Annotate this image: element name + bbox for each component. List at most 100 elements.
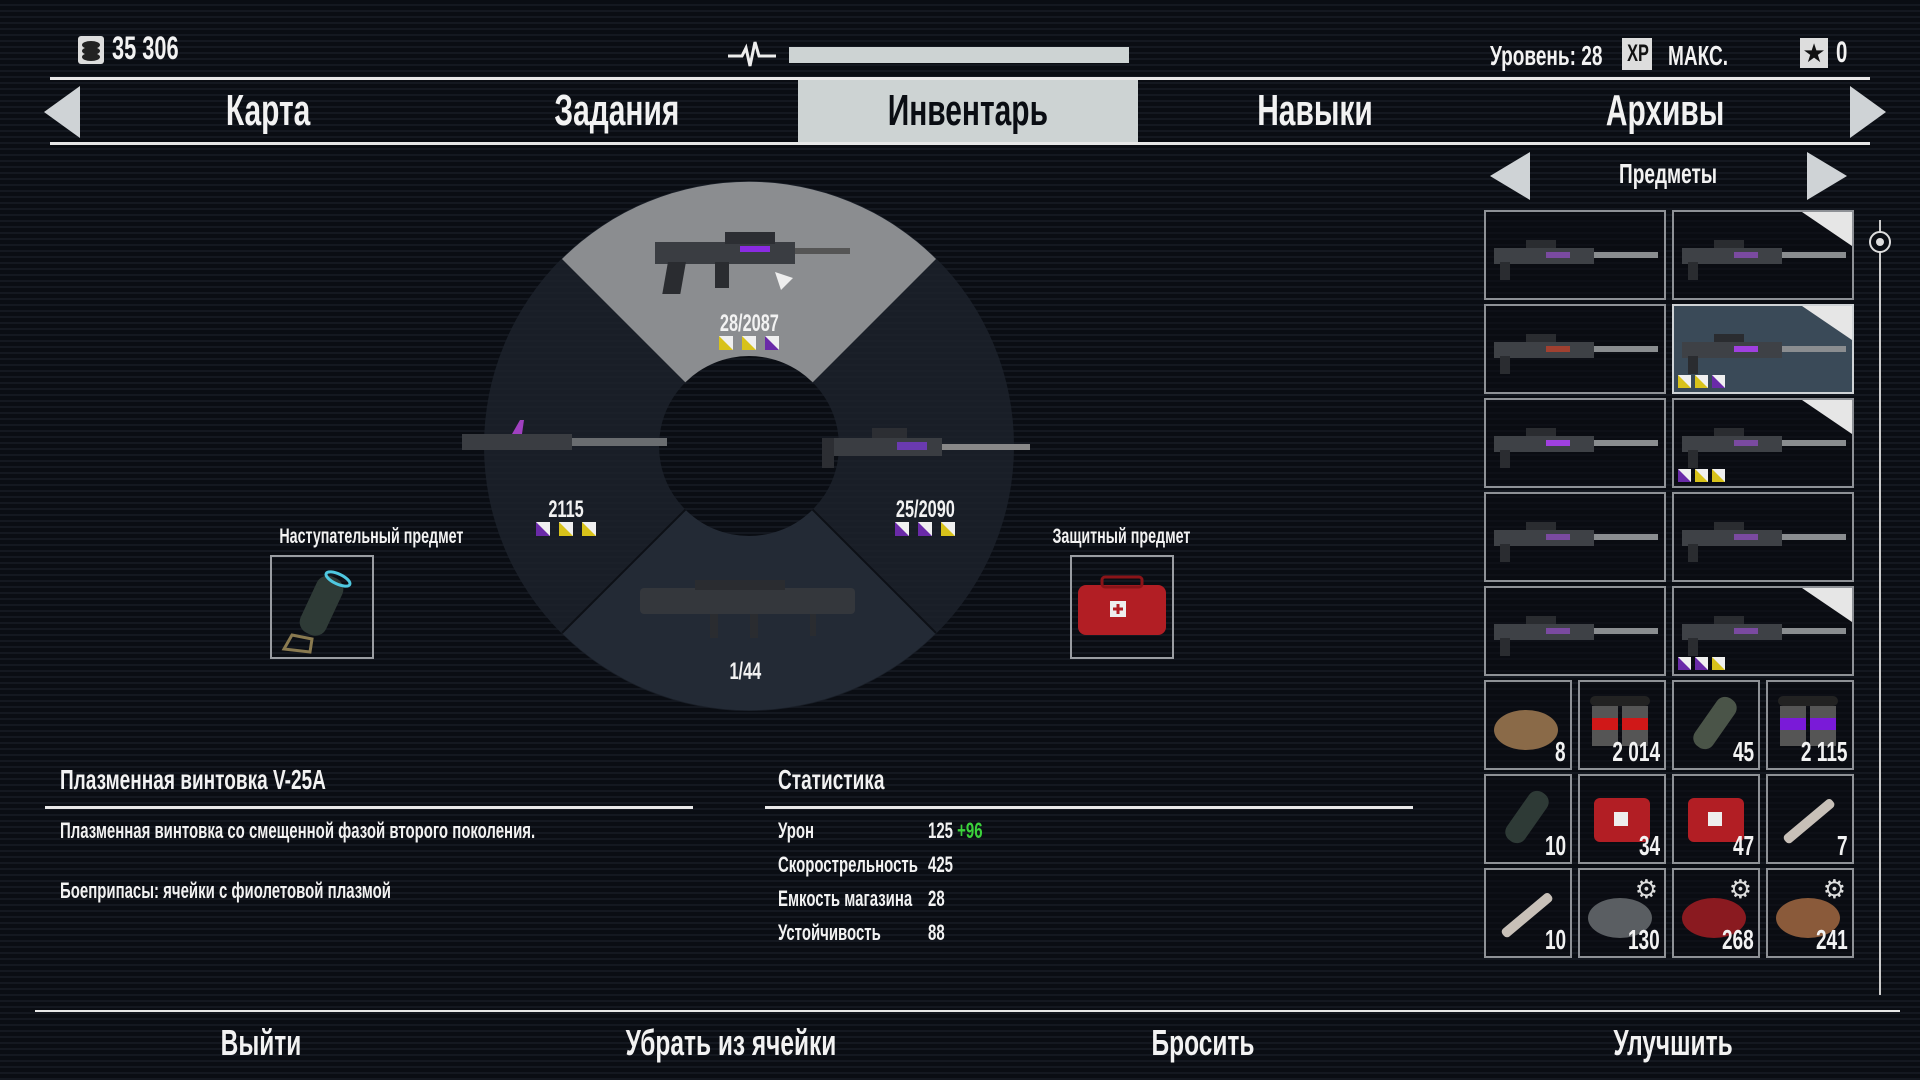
tab-prev-arrow[interactable] xyxy=(44,86,80,138)
right-weapon-ammo: 25/2090 xyxy=(895,496,955,523)
weapon-cell[interactable] xyxy=(1672,210,1854,300)
unequip-button[interactable]: Убрать из ячейки xyxy=(625,1022,837,1063)
item-count: 268 xyxy=(1722,924,1754,955)
star-icon: ★ xyxy=(1800,38,1828,68)
xp-badge: XP xyxy=(1622,38,1652,70)
weapon-cell[interactable] xyxy=(1672,304,1854,394)
mod-slot-yellow xyxy=(1695,375,1708,388)
defensive-item-slot[interactable] xyxy=(1070,555,1174,659)
stats-divider xyxy=(765,806,1413,809)
large-medkit-icon xyxy=(1078,575,1166,635)
offensive-item-slot[interactable] xyxy=(270,555,374,659)
item-cell[interactable]: 45 xyxy=(1672,680,1760,770)
defensive-item-label: Защитный предмет xyxy=(1052,525,1190,548)
item-cell[interactable]: 10 xyxy=(1484,774,1572,864)
mod-slot-purple xyxy=(1678,469,1691,482)
right-weapon-mods xyxy=(895,522,955,536)
emp-canister-icon xyxy=(281,570,352,654)
xp-status: МАКС. xyxy=(1668,40,1729,71)
item-cell[interactable]: 47 xyxy=(1672,774,1760,864)
money-icon xyxy=(78,36,104,64)
footer-divider xyxy=(35,1010,1900,1012)
laser-rifle-icon[interactable] xyxy=(462,420,672,460)
health-icon xyxy=(728,38,776,77)
tab-inventory[interactable]: Инвентарь xyxy=(798,80,1138,142)
stat-value: 425 xyxy=(928,852,953,877)
mod-slot-yellow xyxy=(559,522,573,536)
stat-value: 28 xyxy=(928,886,945,911)
item-cell[interactable]: 34 xyxy=(1578,774,1666,864)
mod-slot-purple xyxy=(1678,657,1691,670)
purple-plasma-cells-icon xyxy=(1778,696,1838,746)
item-count: 130 xyxy=(1628,924,1660,955)
mod-slot-yellow xyxy=(719,336,733,350)
stat-bonus: +96 xyxy=(957,818,983,843)
item-cell[interactable]: 10 xyxy=(1484,868,1572,958)
crafting-gear-icon: ⚙ xyxy=(1728,874,1752,904)
tab-archives[interactable]: Архивы xyxy=(1605,86,1725,135)
plasma-rifle-icon xyxy=(1682,334,1846,374)
tab-next-arrow[interactable] xyxy=(1850,86,1886,138)
weapon-cell[interactable] xyxy=(1484,586,1666,676)
mod-slot-purple xyxy=(918,522,932,536)
money-amount: 35 306 xyxy=(112,30,179,66)
mod-slot-yellow xyxy=(941,522,955,536)
stat-value: 125 xyxy=(928,818,953,843)
tab-map[interactable]: Карта xyxy=(225,86,311,135)
new-item-marker xyxy=(1802,400,1852,434)
wheel-segment-bottom[interactable] xyxy=(562,446,936,711)
category-prev-arrow[interactable] xyxy=(1490,152,1530,200)
new-item-marker xyxy=(1802,306,1852,340)
mod-slot-yellow xyxy=(1695,469,1708,482)
mod-slot-yellow xyxy=(1712,657,1725,670)
left-weapon-ammo: 2115 xyxy=(548,496,584,523)
item-cell[interactable]: 2 014 xyxy=(1578,680,1666,770)
item-cell[interactable]: 7 xyxy=(1766,774,1854,864)
item-count: 7 xyxy=(1837,830,1848,861)
weapon-cell[interactable] xyxy=(1484,492,1666,582)
scrollbar-thumb[interactable] xyxy=(1869,231,1891,253)
item-count: 10 xyxy=(1544,830,1566,861)
item-cell[interactable]: ⚙241 xyxy=(1766,868,1854,958)
sniper-rifle-icon[interactable] xyxy=(822,422,1034,472)
exit-button[interactable]: Выйти xyxy=(220,1022,302,1063)
cloth-icon xyxy=(1588,898,1652,938)
item-cell[interactable]: ⚙130 xyxy=(1578,868,1666,958)
tabs-top-divider xyxy=(50,77,1870,80)
weapon-cell[interactable] xyxy=(1672,586,1854,676)
mod-slot-purple xyxy=(1695,657,1708,670)
top-weapon-ammo: 28/2087 xyxy=(719,310,779,337)
tabs-bottom-divider xyxy=(50,142,1870,145)
large-medkit-icon xyxy=(1688,798,1744,842)
sniper-rifle-icon xyxy=(1494,240,1658,280)
plasma-rifle-icon[interactable] xyxy=(645,222,855,297)
item-cell[interactable]: 2 115 xyxy=(1766,680,1854,770)
inventory-scrollbar[interactable] xyxy=(1879,220,1881,995)
weapon-cell[interactable] xyxy=(1672,398,1854,488)
explosive-pack-icon xyxy=(1494,710,1558,750)
weapon-cell[interactable] xyxy=(1484,210,1666,300)
category-label: Предметы xyxy=(1618,158,1718,189)
weapon-cell[interactable] xyxy=(1672,492,1854,582)
tab-skills[interactable]: Навыки xyxy=(1257,86,1373,135)
category-next-arrow[interactable] xyxy=(1807,152,1847,200)
tab-quests[interactable]: Задания xyxy=(554,86,680,135)
sniper-rifle-icon xyxy=(1682,616,1846,656)
weapon-mods xyxy=(1678,469,1725,482)
upgrade-button[interactable]: Улучшить xyxy=(1613,1022,1733,1063)
item-count: 2 014 xyxy=(1612,736,1660,767)
mod-slot-purple xyxy=(536,522,550,536)
stat-label: Урон xyxy=(778,818,815,843)
details-divider xyxy=(45,806,693,809)
mod-slot-yellow xyxy=(1678,375,1691,388)
item-cell[interactable]: ⚙ 268 xyxy=(1672,868,1760,958)
weapon-cell[interactable] xyxy=(1484,398,1666,488)
item-count: 10 xyxy=(1544,924,1566,955)
star-count: 0 xyxy=(1836,36,1848,69)
rocket-launcher-icon[interactable] xyxy=(640,580,855,640)
item-cell[interactable]: 8 xyxy=(1484,680,1572,770)
grenade-icon xyxy=(1693,696,1737,750)
drop-button[interactable]: Бросить xyxy=(1151,1022,1255,1063)
item-count: 45 xyxy=(1732,736,1754,767)
weapon-cell[interactable] xyxy=(1484,304,1666,394)
